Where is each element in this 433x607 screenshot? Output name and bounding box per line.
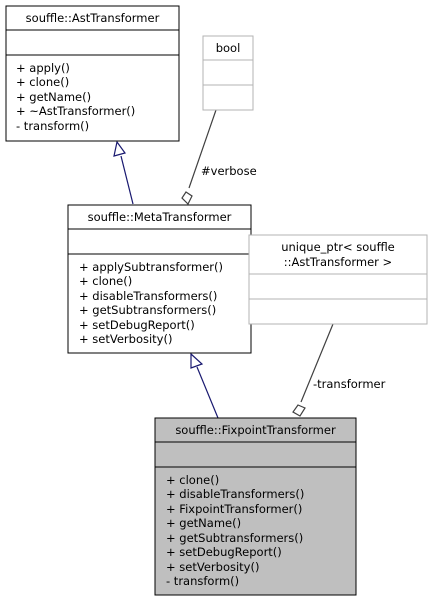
method: + getSubtransformers() — [166, 531, 303, 545]
class-unique-ptr: unique_ptr< souffle ::AstTransformer > — [248, 234, 428, 325]
method: + getSubtransformers() — [79, 303, 216, 317]
aggregation-diamond — [181, 191, 193, 206]
class-name: souffle::MetaTransformer — [88, 210, 232, 224]
aggregation-edge-verbose: #verbose — [181, 109, 257, 206]
method: + setDebugReport() — [166, 545, 282, 559]
inheritance-edge-meta-to-ast — [113, 140, 134, 205]
method: + FixpointTransformer() — [166, 502, 302, 516]
method: + setDebugReport() — [79, 318, 195, 332]
verbose-label: #verbose — [201, 164, 257, 178]
class-name: souffle::AstTransformer — [26, 11, 160, 25]
inheritance-arrowhead — [113, 140, 126, 157]
method: + getName() — [16, 90, 91, 104]
class-box — [5, 5, 180, 142]
method: + applySubtransformer() — [79, 260, 223, 274]
method: + setVerbosity() — [166, 560, 259, 574]
method: + clone() — [16, 75, 69, 89]
aggregation-edge-transformer: -transformer — [292, 323, 386, 417]
class-box — [248, 234, 428, 325]
class-name-line: unique_ptr< souffle — [281, 240, 395, 254]
class-ast-transformer: souffle::AstTransformer + apply() + clon… — [5, 5, 180, 142]
class-name: bool — [216, 41, 241, 55]
method: + getName() — [166, 516, 241, 530]
class-box — [154, 417, 357, 596]
transformer-label: -transformer — [313, 377, 386, 391]
method: + clone() — [79, 274, 132, 288]
class-bool: bool — [202, 35, 254, 111]
aggregation-diamond — [292, 404, 306, 417]
class-name-line: ::AstTransformer > — [284, 255, 392, 269]
method: + apply() — [16, 61, 70, 75]
class-box — [202, 35, 254, 111]
method: + setVerbosity() — [79, 332, 172, 346]
inheritance-edge-fixpoint-to-meta — [190, 352, 219, 419]
inheritance-arrowhead — [190, 352, 204, 369]
class-box — [67, 204, 252, 354]
method: + clone() — [166, 473, 219, 487]
method: + ~AstTransformer() — [16, 104, 135, 118]
method: - transform() — [166, 574, 239, 588]
class-meta-transformer: souffle::MetaTransformer + applySubtrans… — [67, 204, 252, 354]
method: + disableTransformers() — [166, 487, 304, 501]
class-name: souffle::FixpointTransformer — [175, 423, 336, 437]
class-fixpoint-transformer: souffle::FixpointTransformer + clone() +… — [154, 417, 357, 596]
method: + disableTransformers() — [79, 289, 217, 303]
method: - transform() — [16, 119, 89, 133]
